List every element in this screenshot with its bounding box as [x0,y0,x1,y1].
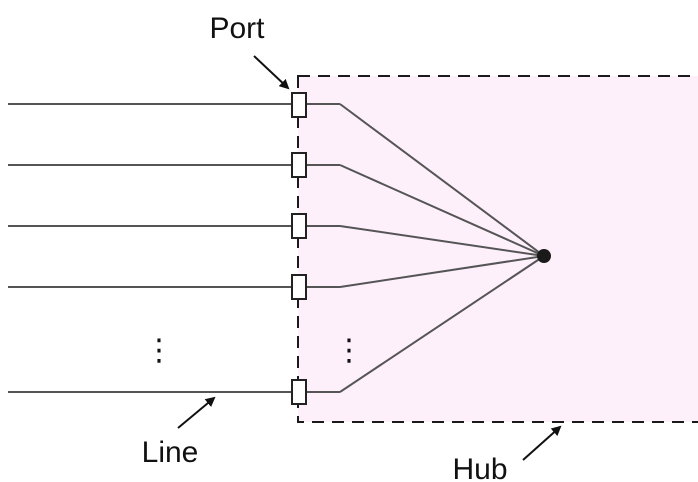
port-arrow [253,55,290,90]
port-3 [291,213,307,239]
line-arrow [177,396,216,429]
port-2 [291,152,307,178]
hub-node [537,249,551,263]
hub-arrow [522,425,562,461]
hub-connections [339,103,545,393]
connection-3 [339,225,545,257]
external-lines [8,103,293,393]
port-4 [291,274,307,300]
port-label: Port [209,12,265,45]
port-1 [291,92,307,118]
connection-4 [339,255,545,288]
lines-ellipsis: ⋮ [144,334,174,367]
connection-1 [339,103,545,257]
port-5 [291,379,307,405]
ports [291,92,307,405]
hub-label: Hub [452,453,507,482]
port-stubs [306,103,340,393]
hub-ellipsis: ⋮ [334,334,364,367]
connection-2 [339,164,545,257]
line-label: Line [142,436,199,469]
connection-5 [339,255,545,393]
